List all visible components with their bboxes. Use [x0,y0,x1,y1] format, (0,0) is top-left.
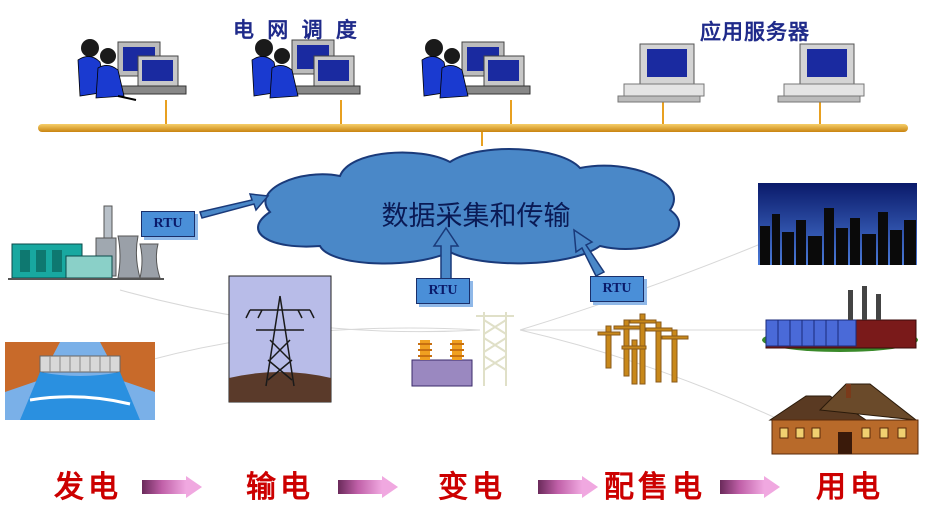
stage-transformation: 变电 [438,470,506,505]
hydro-dam [5,342,155,420]
rtu-box-distribution: RTU [590,276,644,302]
stage-transmission: 输电 [246,470,314,505]
cloud-label: 数据采集和传输 [381,201,571,232]
rtu-box-generation: RTU [141,211,195,237]
rtu-arrows [199,193,606,281]
dispatch-label: 电 网 调 度 [233,18,360,42]
factory [762,286,918,352]
app-server-label: 应用服务器 [700,20,810,44]
app-server-1 [617,43,705,103]
operator-workstation-1 [77,39,187,101]
rtu-box-substation: RTU [416,278,470,304]
network-bus [38,100,908,146]
thermal-power-plant [8,205,164,280]
house [768,383,919,455]
city-skyline [758,183,917,265]
operator-workstation-3 [421,39,531,99]
transmission-tower [228,275,332,403]
substation [411,312,514,387]
stage-arrows [142,476,780,498]
stage-distribution-sales: 配售电 [604,470,706,505]
stage-generation: 发电 [54,470,122,505]
stage-consumption: 用电 [816,470,884,505]
operator-workstation-2 [251,39,361,99]
app-server-2 [777,43,865,103]
distribution-poles [597,313,689,385]
